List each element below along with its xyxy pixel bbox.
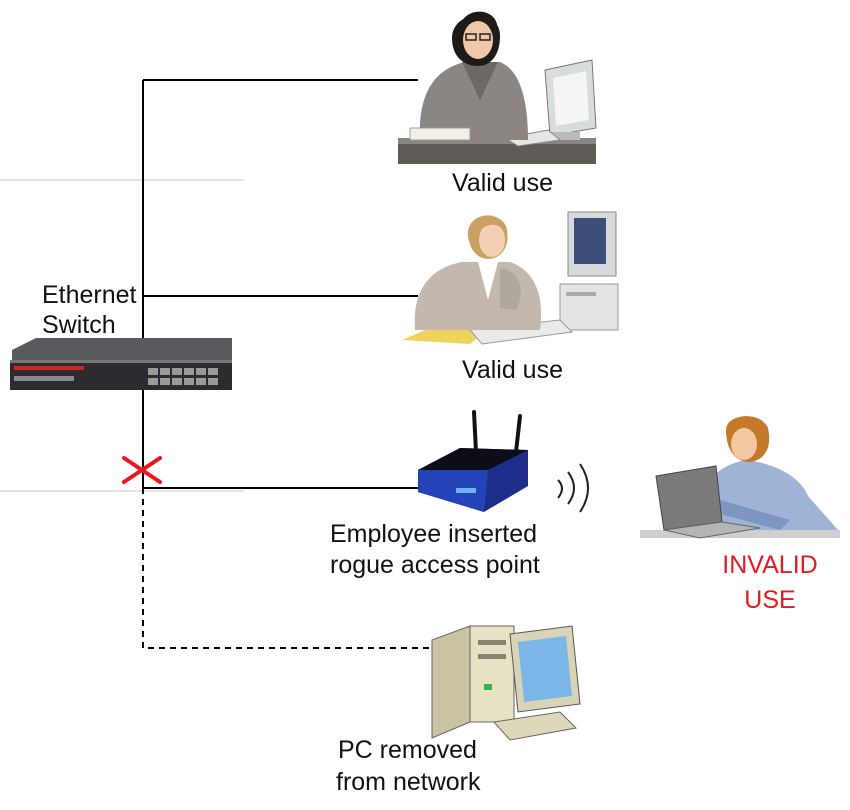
invalid-use-label-line1: INVALID (722, 551, 818, 579)
invalid-use-label-line2: USE (744, 586, 796, 614)
x-mark-icon (122, 456, 162, 484)
removed-pc-label-line1: PC removed (338, 736, 477, 764)
desktop-computer-icon (431, 625, 581, 741)
wireless-router-icon (418, 410, 528, 512)
valid-use-label-2: Valid use (462, 356, 563, 384)
switch-label-line1: Ethernet (42, 281, 137, 309)
removed-pc-label-line2: from network (336, 768, 481, 796)
connection-lines (142, 79, 430, 649)
switch-label-line2: Switch (42, 311, 116, 339)
background-guides (0, 179, 244, 492)
wireless-signal-icon (557, 463, 589, 513)
ethernet-switch-icon (10, 338, 232, 390)
link-removed-pc (142, 488, 430, 649)
office-worker-woman-icon (398, 11, 597, 164)
rogue-ap-label-line1: Employee inserted (330, 520, 538, 548)
valid-use-label-1: Valid use (452, 169, 553, 197)
office-worker-woman-thinking-icon (402, 211, 619, 345)
rogue-ap-label-line2: rogue access point (330, 551, 540, 579)
laptop-user-icon (640, 416, 840, 539)
